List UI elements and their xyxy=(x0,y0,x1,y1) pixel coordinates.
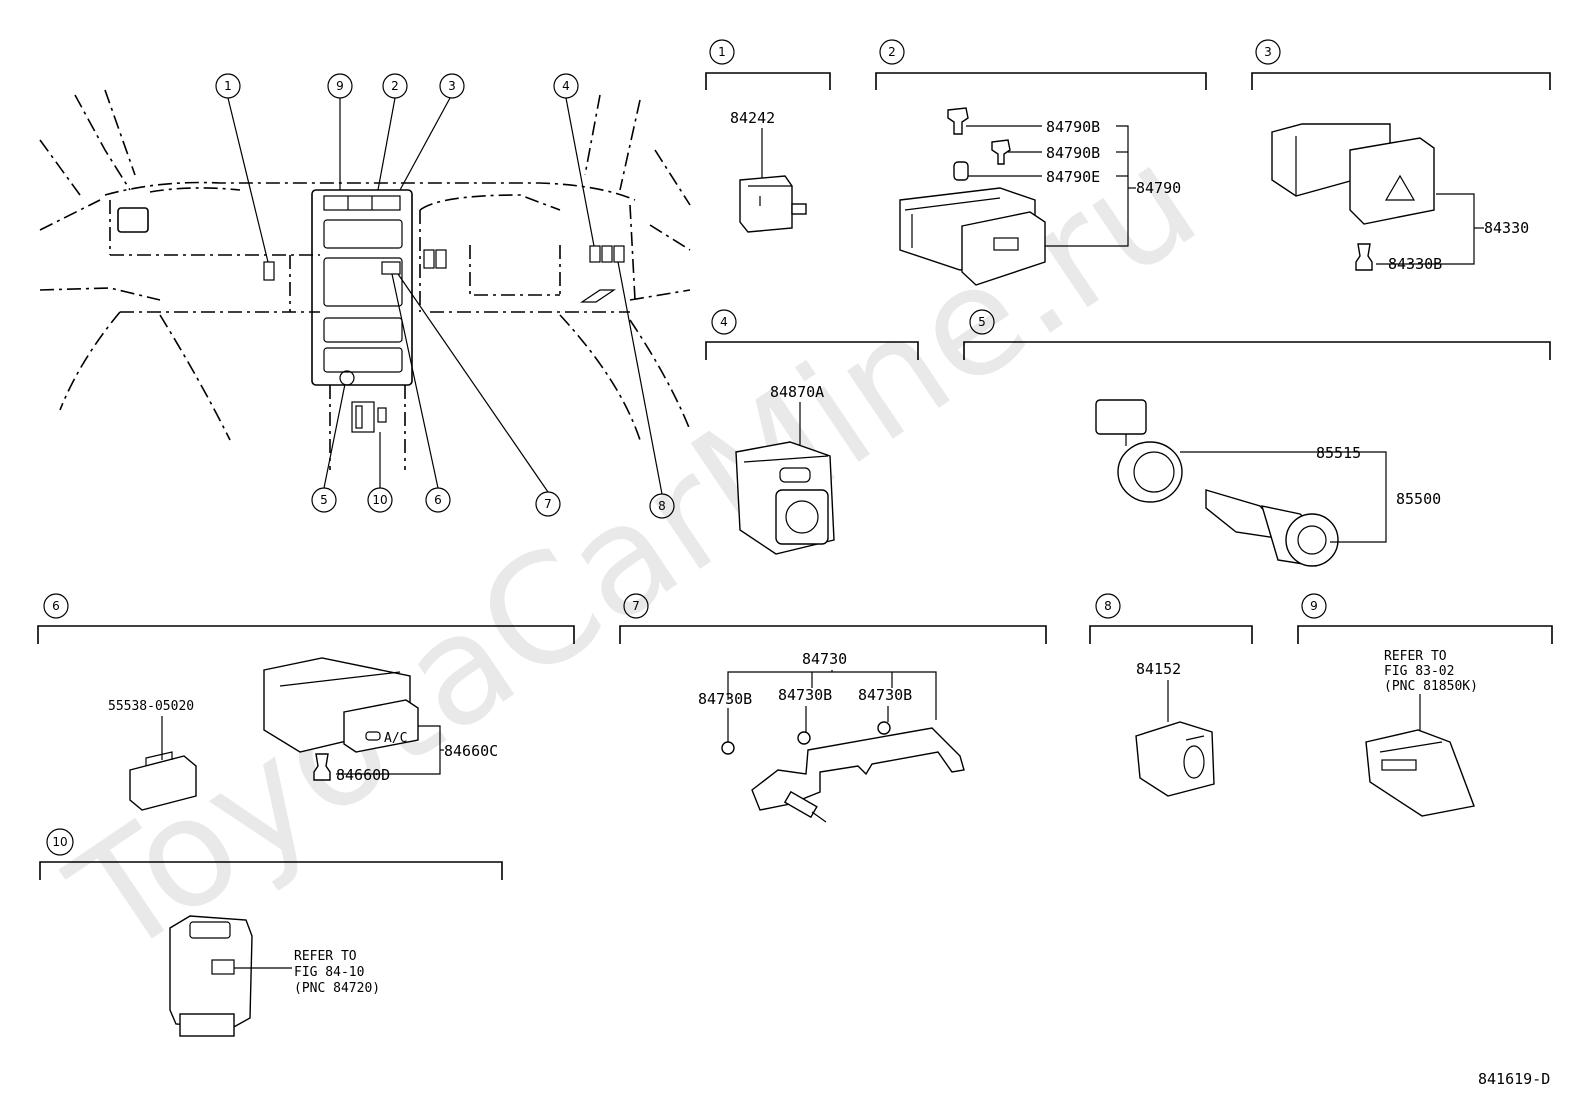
part-84730b-3: 84730B xyxy=(858,686,912,704)
part-85500: 85500 xyxy=(1396,490,1441,508)
callout-4: 4 xyxy=(553,73,579,99)
callout-6: 6 xyxy=(425,487,451,513)
svg-text:7: 7 xyxy=(544,497,552,511)
figure-id: 841619-D xyxy=(1478,1070,1550,1088)
part-84330: 84330 xyxy=(1484,219,1529,237)
section-9: 9 REFER TO FIG 83-02 (PNC 81850K) xyxy=(1297,593,1553,817)
svg-text:10: 10 xyxy=(372,493,387,507)
svg-text:6: 6 xyxy=(52,599,60,613)
part-84730: 84730 xyxy=(802,650,847,668)
clip-84790e xyxy=(953,161,969,181)
refer-10-line-3: (PNC 84720) xyxy=(294,981,380,996)
section-3: 3 84330 84330B xyxy=(1251,39,1551,273)
part-84790-drawing xyxy=(899,187,1046,286)
part-84152: 84152 xyxy=(1136,660,1181,678)
section-10: 10 REFER TO FIG 84-10 (PNC 84720) xyxy=(39,828,503,1037)
part-85515-drawing xyxy=(1095,399,1183,503)
callout-10: 10 xyxy=(367,487,393,513)
clip-84790b-2 xyxy=(991,139,1011,165)
svg-text:2: 2 xyxy=(888,45,896,59)
part-84870a-drawing xyxy=(735,441,835,555)
callout-5: 5 xyxy=(311,487,337,513)
svg-text:7: 7 xyxy=(632,599,640,613)
section-5: 5 85515 85500 xyxy=(963,309,1551,567)
mirror-selector-knob xyxy=(779,467,811,483)
part-84730b-1: 84730B xyxy=(698,690,752,708)
callout-1: 1 xyxy=(215,73,241,99)
callout-7: 7 xyxy=(535,491,561,517)
callout-3: 3 xyxy=(439,73,465,99)
svg-text:4: 4 xyxy=(720,315,728,329)
svg-text:3: 3 xyxy=(448,79,456,93)
svg-text:5: 5 xyxy=(320,493,328,507)
svg-text:9: 9 xyxy=(336,79,344,93)
bulb-84330b xyxy=(1355,243,1373,271)
part-84720-drawing xyxy=(169,915,253,1037)
part-84790: 84790 xyxy=(1136,179,1181,197)
refer-9-line-1: REFER TO xyxy=(1384,649,1447,664)
svg-text:1: 1 xyxy=(224,79,232,93)
refer-10-line-1: REFER TO xyxy=(294,949,357,964)
part-81850k-drawing xyxy=(1365,729,1475,817)
svg-text:8: 8 xyxy=(658,499,666,513)
section-4: 4 84870A xyxy=(705,309,919,555)
dashboard-overview xyxy=(39,89,691,495)
refer-10-line-2: FIG 84-10 xyxy=(294,965,364,980)
part-84730-drawing xyxy=(751,727,965,823)
part-84152-drawing xyxy=(1135,721,1215,797)
part-55538-05020: 55538-05020 xyxy=(108,699,194,714)
callout-8: 8 xyxy=(649,493,675,519)
part-84242: 84242 xyxy=(730,109,775,127)
callout-2: 2 xyxy=(382,73,408,99)
section-1: 1 84242 xyxy=(705,39,831,233)
ac-label: A/C xyxy=(384,731,407,746)
part-84242-drawing xyxy=(739,175,807,233)
part-84790b-1: 84790B xyxy=(1046,118,1100,136)
svg-text:3: 3 xyxy=(1264,45,1272,59)
section-2: 2 84790B 84790B 84790E 84790 xyxy=(875,39,1207,286)
refer-9-line-3: (PNC 81850K) xyxy=(1384,679,1478,694)
bulb-84660d xyxy=(313,753,331,781)
refer-9-line-2: FIG 83-02 xyxy=(1384,664,1454,679)
part-85500-drawing xyxy=(1205,489,1339,567)
svg-text:8: 8 xyxy=(1104,599,1112,613)
section-7: 7 84730 84730B 84730B 84730B xyxy=(619,593,1047,823)
svg-text:1: 1 xyxy=(718,45,726,59)
part-84790b-2: 84790B xyxy=(1046,144,1100,162)
mirror-control-pad xyxy=(775,489,829,545)
callout-9: 9 xyxy=(327,73,353,99)
svg-text:10: 10 xyxy=(52,835,67,849)
svg-text:9: 9 xyxy=(1310,599,1318,613)
part-84330b: 84330B xyxy=(1388,255,1442,273)
part-84790e: 84790E xyxy=(1046,168,1100,186)
part-55538-drawing xyxy=(129,751,197,811)
svg-text:5: 5 xyxy=(978,315,986,329)
section-6: 6 55538-05020 A/C 84660C 84660D xyxy=(37,593,575,811)
svg-text:4: 4 xyxy=(562,79,570,93)
part-84330-drawing xyxy=(1271,123,1435,225)
part-84730b-2: 84730B xyxy=(778,686,832,704)
part-84870a: 84870A xyxy=(770,383,824,401)
part-84660c-drawing: A/C xyxy=(263,657,419,753)
part-84660c: 84660C xyxy=(444,742,498,760)
part-84660d: 84660D xyxy=(336,766,390,784)
svg-text:2: 2 xyxy=(391,79,399,93)
part-85515: 85515 xyxy=(1316,444,1361,462)
section-8: 8 84152 xyxy=(1089,593,1253,797)
svg-text:6: 6 xyxy=(434,493,442,507)
clip-84790b-1 xyxy=(947,107,969,135)
watermark: ToyotaCarMine.ru xyxy=(42,113,1226,991)
overview-callouts: 1 9 2 3 4 5 10 6 7 8 xyxy=(215,73,675,519)
hazard-triangle-icon xyxy=(1384,174,1416,201)
